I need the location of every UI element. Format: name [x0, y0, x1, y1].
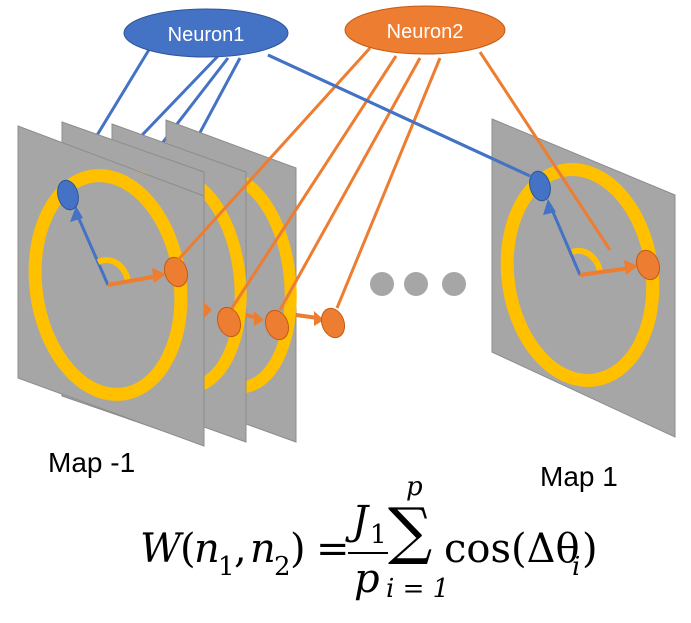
right-angle-arc [570, 247, 603, 273]
neuron2-connections [176, 46, 612, 311]
map-right-label: Map 1 [540, 461, 618, 492]
map-panel-right [491, 118, 676, 438]
formula-w: W [140, 526, 182, 572]
formula-cos-sub: i [572, 552, 581, 582]
map1-orange-vector [107, 274, 159, 287]
formula-equals: = [316, 526, 350, 572]
ellipsis-dot [404, 272, 428, 296]
formula-cos-close: ) [582, 526, 598, 572]
right-orange-neuron-point [635, 249, 661, 281]
neuron1-line-map4 [194, 57, 242, 141]
formula-n1-sub: 1 [218, 552, 235, 582]
map1-blue-neuron-point [57, 179, 79, 211]
neuron1-line-mapn-front [267, 53, 531, 178]
formula-j-sub: 1 [370, 520, 387, 550]
map-left-label: Map -1 [48, 447, 135, 478]
formula-open-paren: ( [180, 526, 196, 572]
neuron2-line-map1 [176, 46, 372, 262]
ellipsis-dot [442, 272, 466, 296]
formula-sum-lower: i = 1 [386, 574, 450, 604]
ellipsis-dot [370, 272, 394, 296]
neuron2-line-map4 [335, 57, 442, 309]
neuron2-line-map3 [278, 57, 422, 311]
neuron2-node: Neuron2 [344, 5, 506, 55]
ellipsis-dots [370, 272, 466, 296]
formula-j: J [352, 498, 369, 544]
right-blue-neuron-point [529, 170, 551, 202]
formula-cos: cos(Δθ [444, 526, 580, 572]
map1-orange-neuron-point [163, 256, 189, 288]
neuron2-line-map2 [230, 55, 398, 309]
formula-sum-upper: p [406, 472, 423, 502]
map-stack-orange-points [204, 302, 346, 341]
formula-p-den: p [354, 556, 380, 602]
formula-close-paren: ) [290, 526, 306, 572]
formula-n1: n [194, 526, 220, 572]
formula-comma: , [234, 526, 247, 572]
map1-angle-arc [96, 257, 131, 283]
formula-fraction-bar [348, 552, 388, 554]
neuron1-node: Neuron1 [123, 8, 289, 58]
formula-sum-symbol: ∑ [388, 494, 433, 567]
map-stack [17, 119, 346, 447]
neuron2-label: Neuron2 [387, 21, 464, 43]
map1-blue-vector [74, 211, 110, 286]
neuron1-label: Neuron1 [168, 24, 245, 46]
right-orange-vector [579, 266, 631, 277]
formula-n2: n [250, 526, 276, 572]
neuron2-line-mapn [478, 51, 612, 251]
weight-formula: W ( n 1 , n 2 ) = J 1 p p ∑ i = 1 cos(Δθ… [140, 472, 600, 620]
right-blue-vector [548, 204, 582, 276]
map-panel-1 [17, 125, 205, 447]
formula-n2-sub: 2 [274, 552, 291, 582]
